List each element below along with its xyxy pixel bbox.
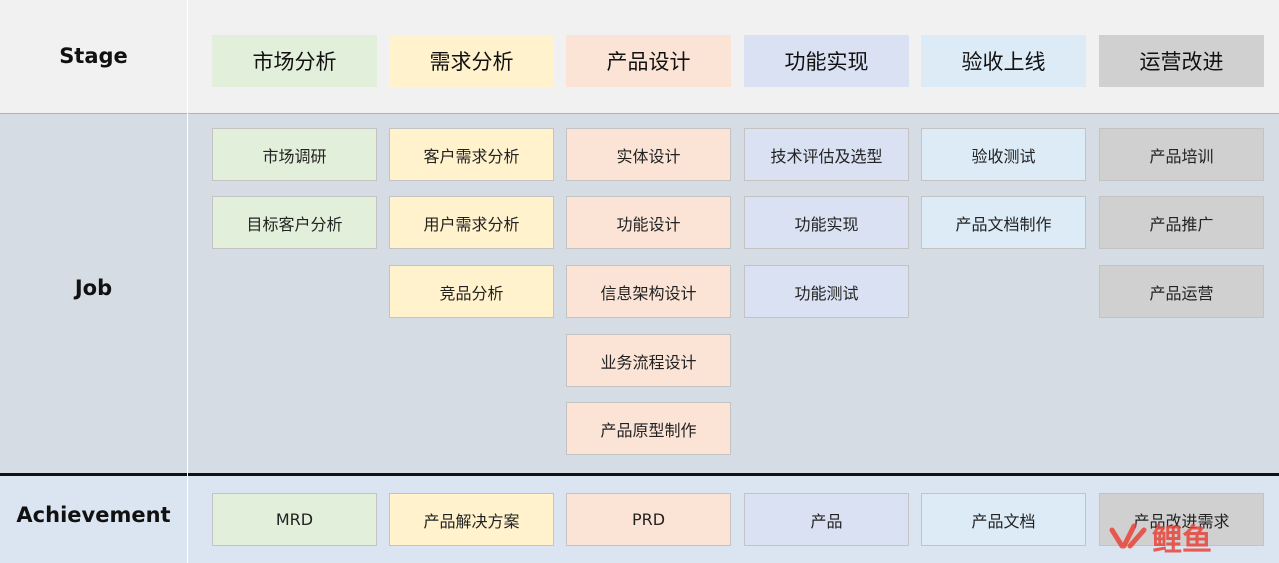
job-box: 技术评估及选型 — [744, 128, 909, 181]
job-box: 验收测试 — [921, 128, 1086, 181]
job-box: 功能实现 — [744, 196, 909, 249]
stage-operation: 运营改进 — [1099, 35, 1264, 87]
job-box: 竞品分析 — [389, 265, 554, 318]
job-box: 产品培训 — [1099, 128, 1264, 181]
stage-launch: 验收上线 — [921, 35, 1086, 87]
job-box: 功能测试 — [744, 265, 909, 318]
job-box: 目标客户分析 — [212, 196, 377, 249]
achievement-box: 产品改进需求 — [1099, 493, 1264, 546]
job-box: 产品运营 — [1099, 265, 1264, 318]
achievement-row-label: Achievement — [16, 503, 171, 527]
job-box: 市场调研 — [212, 128, 377, 181]
job-row-label: Job — [74, 276, 113, 300]
job-box: 功能设计 — [566, 196, 731, 249]
job-box: 信息架构设计 — [566, 265, 731, 318]
stage-row-label: Stage — [59, 44, 128, 68]
job-box: 业务流程设计 — [566, 334, 731, 387]
column-divider — [187, 0, 188, 563]
stage-product-design: 产品设计 — [566, 35, 731, 87]
job-box: 产品文档制作 — [921, 196, 1086, 249]
achievement-box: 产品文档 — [921, 493, 1086, 546]
job-box: 产品推广 — [1099, 196, 1264, 249]
achievement-box: MRD — [212, 493, 377, 546]
stage-implementation: 功能实现 — [744, 35, 909, 87]
achievement-box: 产品 — [744, 493, 909, 546]
job-box: 客户需求分析 — [389, 128, 554, 181]
stage-market-analysis: 市场分析 — [212, 35, 377, 87]
job-box: 产品原型制作 — [566, 402, 731, 455]
achievement-box: 产品解决方案 — [389, 493, 554, 546]
stage-requirement-analysis: 需求分析 — [389, 35, 554, 87]
job-box: 实体设计 — [566, 128, 731, 181]
achievement-box: PRD — [566, 493, 731, 546]
job-box: 用户需求分析 — [389, 196, 554, 249]
